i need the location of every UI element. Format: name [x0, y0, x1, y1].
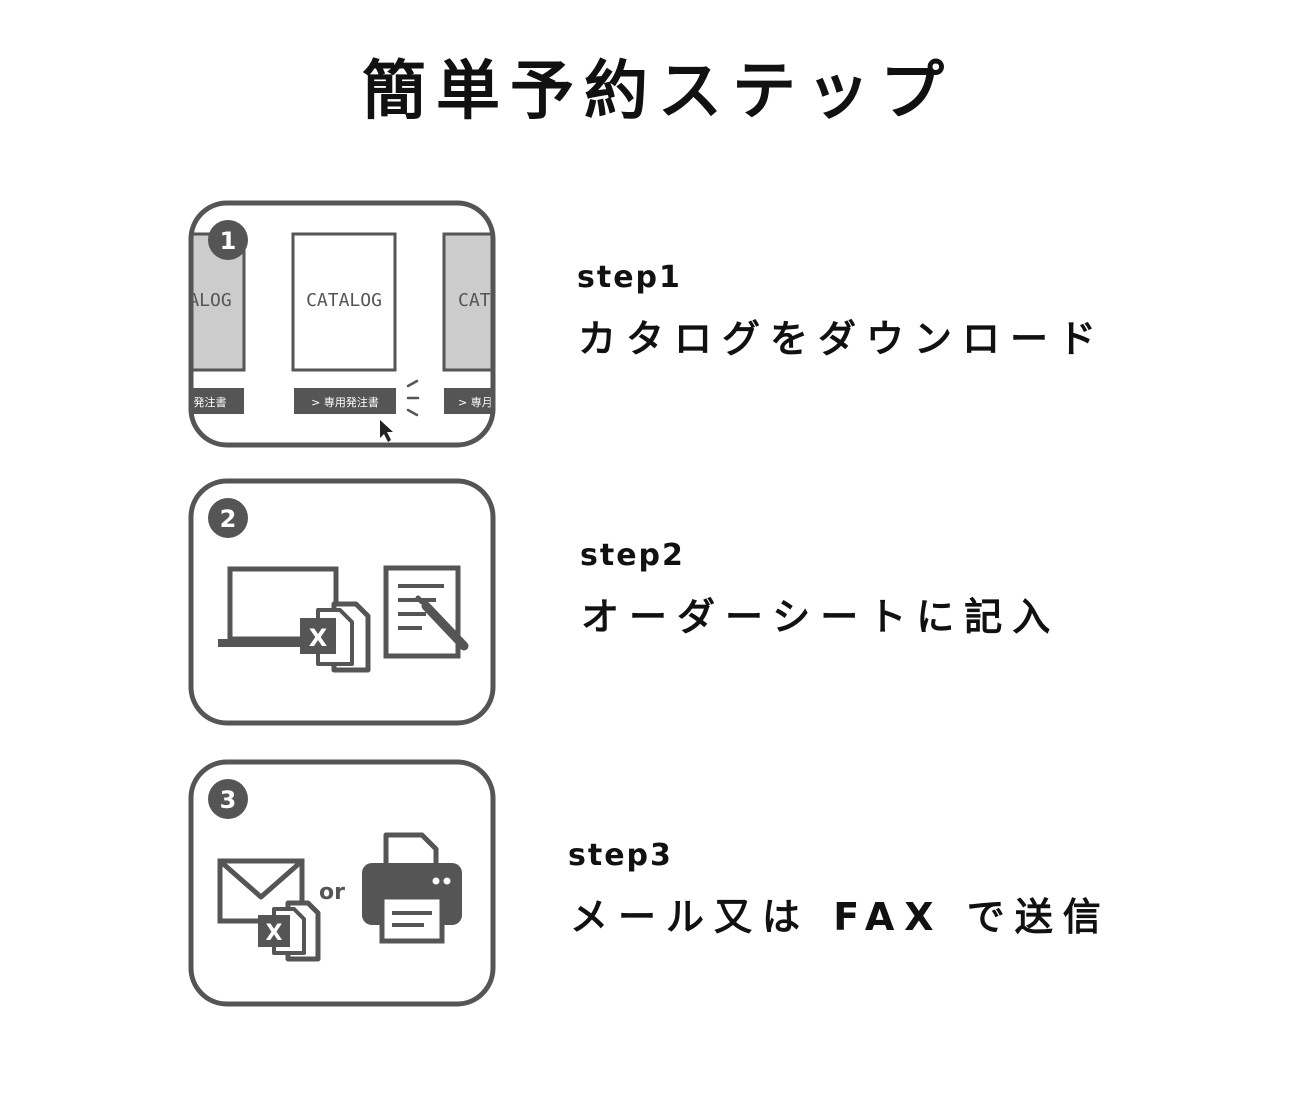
- document-pen-icon: [383, 565, 469, 659]
- button-right: [444, 388, 493, 414]
- step3-card: 3 X or: [186, 757, 498, 1009]
- step1-illustration: ALOG 発注書 CAT > 専月 CATALOG > 専用発注書 1: [188, 200, 496, 448]
- step2-label: step2: [580, 538, 685, 573]
- button-left-text: 発注書: [194, 395, 227, 409]
- printer-icon: [362, 832, 462, 944]
- cursor-icon: [380, 420, 393, 442]
- step1-card: ALOG 発注書 CAT > 専月 CATALOG > 専用発注書 1: [186, 198, 498, 450]
- click-spark-icon: [406, 379, 420, 417]
- step-badge-1: [208, 220, 248, 260]
- step2-card: 2 X: [186, 476, 498, 728]
- step-badge-text: 1: [220, 227, 237, 255]
- step-badge-text: 2: [220, 505, 237, 533]
- step-badge-text: 3: [220, 786, 237, 814]
- page-title: 簡単予約ステップ: [362, 55, 954, 129]
- button-right-text: > 専月: [458, 396, 493, 409]
- catalog-left-text: ALOG: [188, 290, 231, 311]
- step2-description: オーダーシートに記入: [581, 595, 1061, 639]
- step-badge-2: [208, 498, 248, 538]
- step3-description: メール又は FAX で送信: [570, 895, 1111, 939]
- step3-illustration: 3 X or: [188, 759, 496, 1007]
- catalog-right-panel: [442, 232, 493, 372]
- excel-file-icon: X: [300, 601, 371, 673]
- or-text: or: [319, 880, 345, 905]
- excel-file-icon: X: [258, 900, 321, 962]
- step3-label: step3: [568, 838, 673, 873]
- step1-description: カタログをダウンロード: [578, 317, 1107, 361]
- catalog-right-text: CAT: [458, 290, 491, 311]
- card-frame: [188, 200, 496, 448]
- catalog-text: CATALOG: [306, 290, 382, 311]
- button-left: [191, 388, 244, 414]
- step2-illustration: 2 X: [188, 478, 496, 726]
- button-text: > 専用発注書: [311, 395, 379, 409]
- excel-letter: X: [309, 624, 328, 652]
- catalog-card-icon: [291, 232, 397, 372]
- step1-label: step1: [577, 260, 682, 295]
- excel-letter: X: [266, 921, 283, 946]
- download-order-form-button: [294, 388, 396, 414]
- step-badge-3: [208, 779, 248, 819]
- envelope-icon: [217, 858, 305, 924]
